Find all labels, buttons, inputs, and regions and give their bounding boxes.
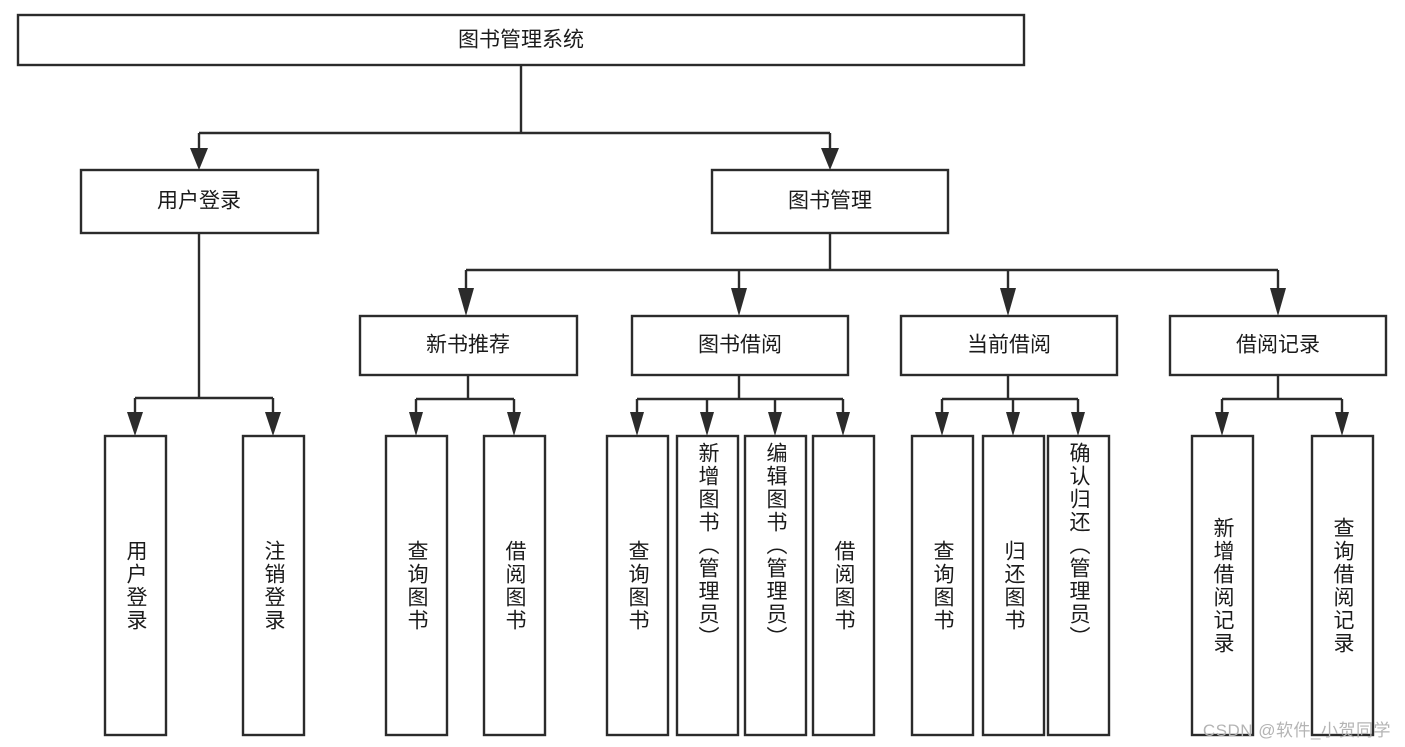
node-label-user-login: 用户登录	[157, 190, 241, 213]
leaf-box-confirm-return[interactable]	[1046, 434, 1111, 737]
node-label-borrow-record: 借阅记录	[1236, 334, 1320, 357]
leaf-box-borrow-book-2[interactable]	[811, 434, 876, 737]
arrow-current-borrow-icon	[1000, 288, 1016, 316]
arrow-leaf-query-book-3-icon	[935, 412, 949, 436]
arrow-leaf-add-record-icon	[1215, 412, 1229, 436]
leaf-box-edit-book[interactable]	[743, 434, 808, 737]
arrow-leaf-return-book-icon	[1006, 412, 1020, 436]
arrow-leaf-logout-login-icon	[265, 412, 281, 436]
arrow-leaf-edit-book-icon	[768, 412, 782, 436]
leaf-box-query-book-1[interactable]	[384, 434, 449, 737]
node-current-borrow[interactable]: 当前借阅	[899, 314, 1119, 377]
leaf-box-query-record[interactable]	[1310, 434, 1375, 737]
leaf-box-add-book[interactable]	[675, 434, 740, 737]
node-user-login[interactable]: 用户登录	[79, 168, 320, 235]
node-label-root: 图书管理系统	[458, 29, 584, 52]
node-label-new-book-recommend: 新书推荐	[426, 334, 510, 357]
arrow-leaf-borrow-book-1-icon	[507, 412, 521, 436]
node-book-manage[interactable]: 图书管理	[710, 168, 950, 235]
connectors	[127, 65, 1349, 436]
node-label-book-manage: 图书管理	[788, 190, 872, 213]
leaf-box-borrow-book-1[interactable]	[482, 434, 547, 737]
arrow-leaf-query-record-icon	[1335, 412, 1349, 436]
node-book-management-system[interactable]: 图书管理系统	[16, 13, 1026, 67]
arrow-to-user-login-icon	[190, 148, 208, 170]
leaf-box-return-book[interactable]	[981, 434, 1046, 737]
leaf-box-query-book-3[interactable]	[910, 434, 975, 737]
node-new-book-recommend[interactable]: 新书推荐	[358, 314, 579, 377]
leaf-box-user-login[interactable]	[103, 434, 168, 737]
arrow-leaf-confirm-return-icon	[1071, 412, 1085, 436]
arrow-to-book-manage-icon	[821, 148, 839, 170]
leaf-boxes	[103, 434, 1375, 737]
arrow-book-borrow-icon	[731, 288, 747, 316]
arrow-leaf-user-login-icon	[127, 412, 143, 436]
node-borrow-record[interactable]: 借阅记录	[1168, 314, 1388, 377]
arrow-borrow-record-icon	[1270, 288, 1286, 316]
arrow-new-book-recommend-icon	[458, 288, 474, 316]
arrow-leaf-add-book-icon	[700, 412, 714, 436]
node-label-current-borrow: 当前借阅	[967, 334, 1051, 357]
arrow-leaf-borrow-book-2-icon	[836, 412, 850, 436]
node-label-book-borrow: 图书借阅	[698, 334, 782, 357]
leaf-box-logout-login[interactable]	[241, 434, 306, 737]
leaf-box-add-record[interactable]	[1190, 434, 1255, 737]
node-book-borrow[interactable]: 图书借阅	[630, 314, 850, 377]
leaf-box-query-book-2[interactable]	[605, 434, 670, 737]
arrow-leaf-query-book-1-icon	[409, 412, 423, 436]
arrow-leaf-query-book-2-icon	[630, 412, 644, 436]
